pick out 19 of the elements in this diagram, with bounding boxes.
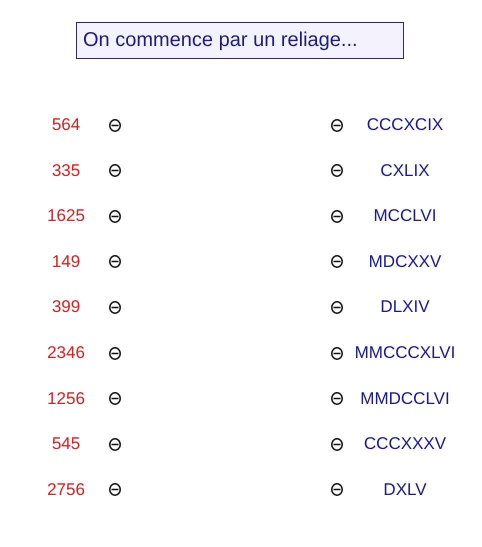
number-text: 399	[52, 297, 80, 318]
number-text: 564	[52, 115, 80, 135]
number-text: 2756	[47, 480, 85, 500]
roman-numeral-text: DXLV	[383, 480, 427, 500]
roman-numeral-text: CXLIX	[380, 160, 430, 181]
roman-numeral-text: MCCLVI	[374, 206, 436, 226]
roman-numeral-text: MMCCCXLVI	[354, 343, 456, 363]
number-text: 2346	[47, 343, 85, 363]
roman-numeral-text: DLXIV	[380, 297, 430, 318]
roman-numeral-text: MMDCCLVI	[360, 388, 450, 409]
number-text: 335	[52, 160, 80, 181]
roman-numeral-text: MDCXXV	[368, 252, 442, 272]
roman-numeral-text: CCCXCIX	[366, 115, 444, 135]
number-text: 545	[52, 434, 80, 454]
number-text: 149	[52, 252, 80, 272]
title-banner: On commence par un reliage...	[76, 22, 404, 59]
roman-numeral-text: CCCXXXV	[364, 434, 446, 454]
number-text: 1625	[47, 206, 85, 226]
number-text: 1256	[47, 388, 85, 409]
